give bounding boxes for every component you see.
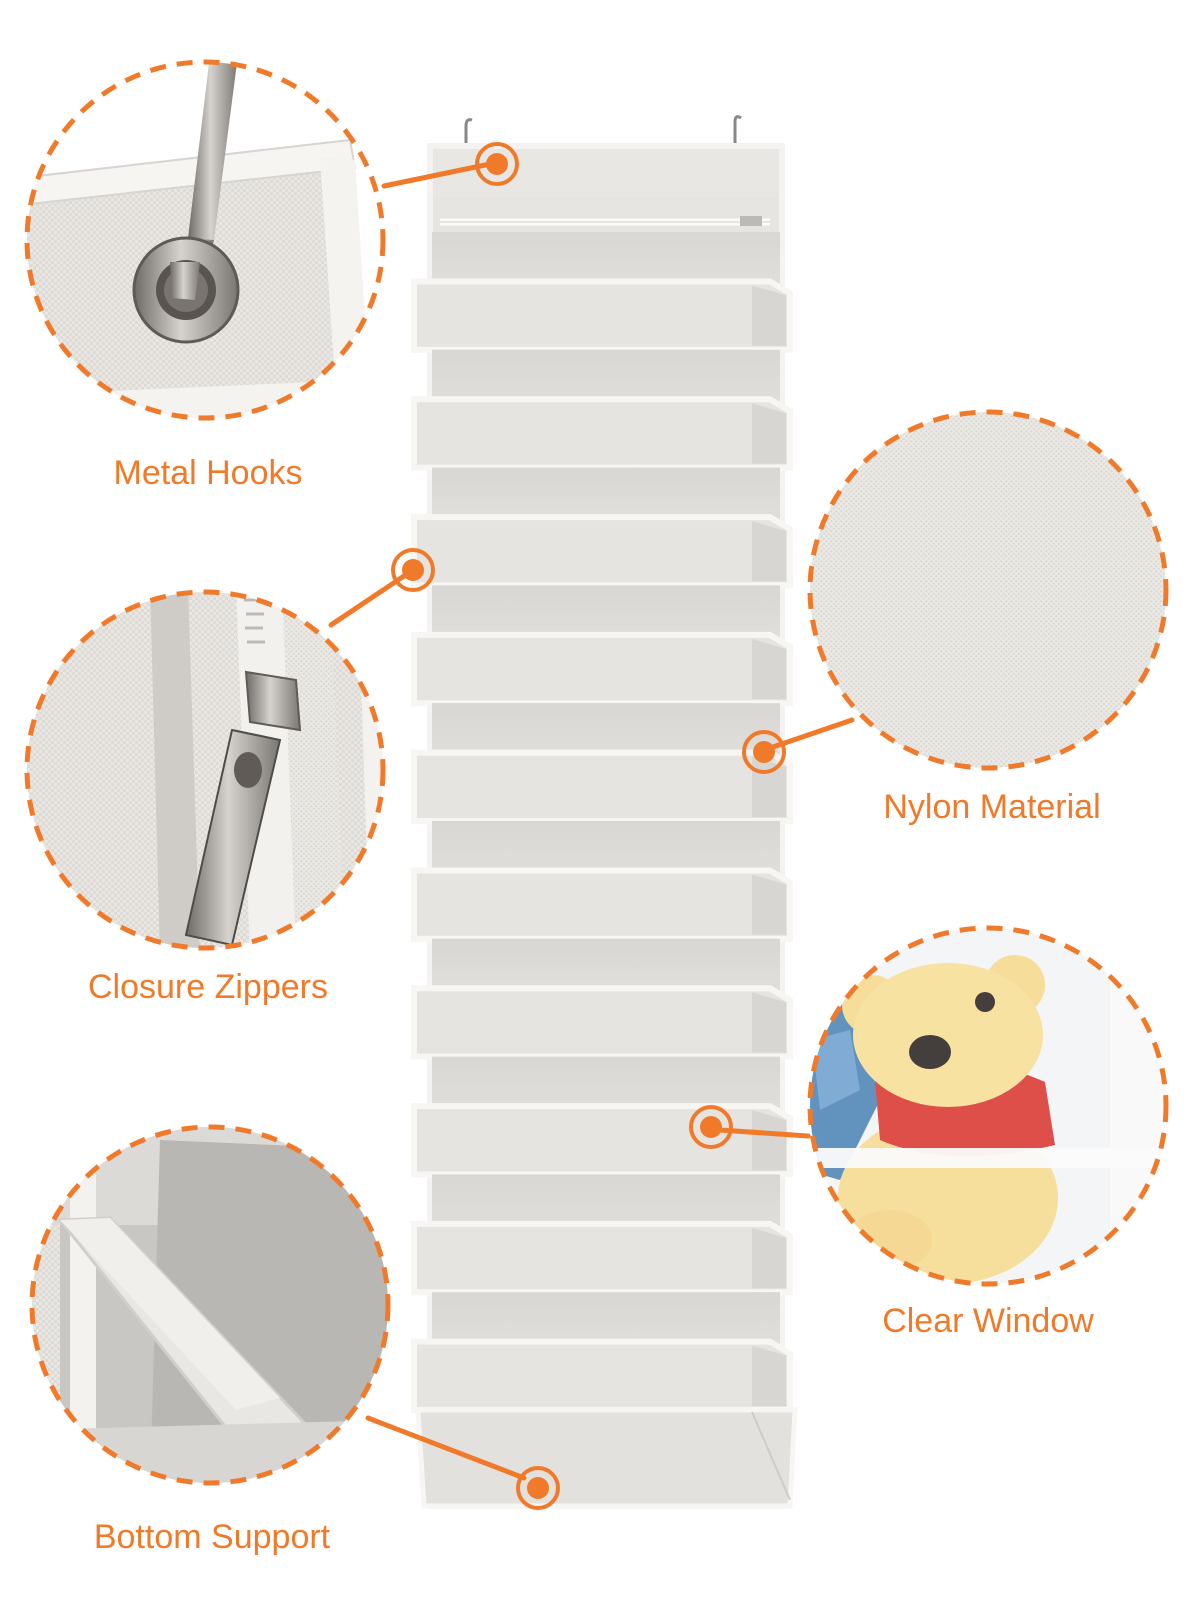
pocket-stack bbox=[411, 232, 793, 1413]
pocket-side bbox=[752, 1345, 786, 1406]
marker-closure-zippers bbox=[391, 548, 435, 592]
pocket-side bbox=[752, 992, 786, 1053]
callout-connectors bbox=[328, 161, 855, 1481]
pocket-front bbox=[411, 514, 793, 589]
marker-clear-window bbox=[689, 1105, 733, 1149]
support-board-icon bbox=[60, 1218, 280, 1410]
label-bottom-support: Bottom Support bbox=[93, 1518, 331, 1556]
marker-metal-hooks bbox=[475, 142, 519, 186]
fabric-texture-icon bbox=[810, 412, 1166, 768]
detail-metal-hooks bbox=[24, 59, 386, 421]
pocket-front bbox=[411, 1220, 793, 1296]
pocket-front bbox=[411, 749, 793, 824]
callout-markers bbox=[391, 142, 786, 1510]
pocket-front bbox=[411, 985, 793, 1060]
detail-nylon-material bbox=[807, 409, 1169, 771]
pocket-side bbox=[752, 1227, 786, 1289]
detail-clear-window bbox=[807, 925, 1169, 1287]
pocket-side bbox=[752, 521, 786, 582]
pocket-front bbox=[411, 631, 793, 707]
pocket-side bbox=[752, 638, 786, 700]
pocket-front bbox=[411, 396, 793, 471]
detail-closure-zippers bbox=[24, 589, 386, 951]
marker-bottom-support bbox=[516, 1466, 560, 1510]
pocket-front bbox=[411, 1338, 793, 1413]
pocket-side bbox=[752, 1110, 786, 1171]
label-closure-zippers: Closure Zippers bbox=[88, 968, 328, 1006]
marker-nylon-material bbox=[742, 730, 786, 774]
label-clear-window: Clear Window bbox=[882, 1302, 1094, 1340]
label-nylon-material: Nylon Material bbox=[883, 788, 1101, 826]
pocket-front bbox=[411, 867, 793, 942]
pocket-front bbox=[411, 278, 793, 353]
pocket-side bbox=[752, 403, 786, 464]
detail-bottom-support bbox=[29, 1124, 391, 1486]
pocket-side bbox=[752, 285, 786, 346]
pocket-side bbox=[752, 874, 786, 935]
hanging-organizer bbox=[411, 115, 798, 1509]
label-metal-hooks: Metal Hooks bbox=[113, 454, 303, 492]
pocket-front bbox=[411, 1103, 793, 1178]
